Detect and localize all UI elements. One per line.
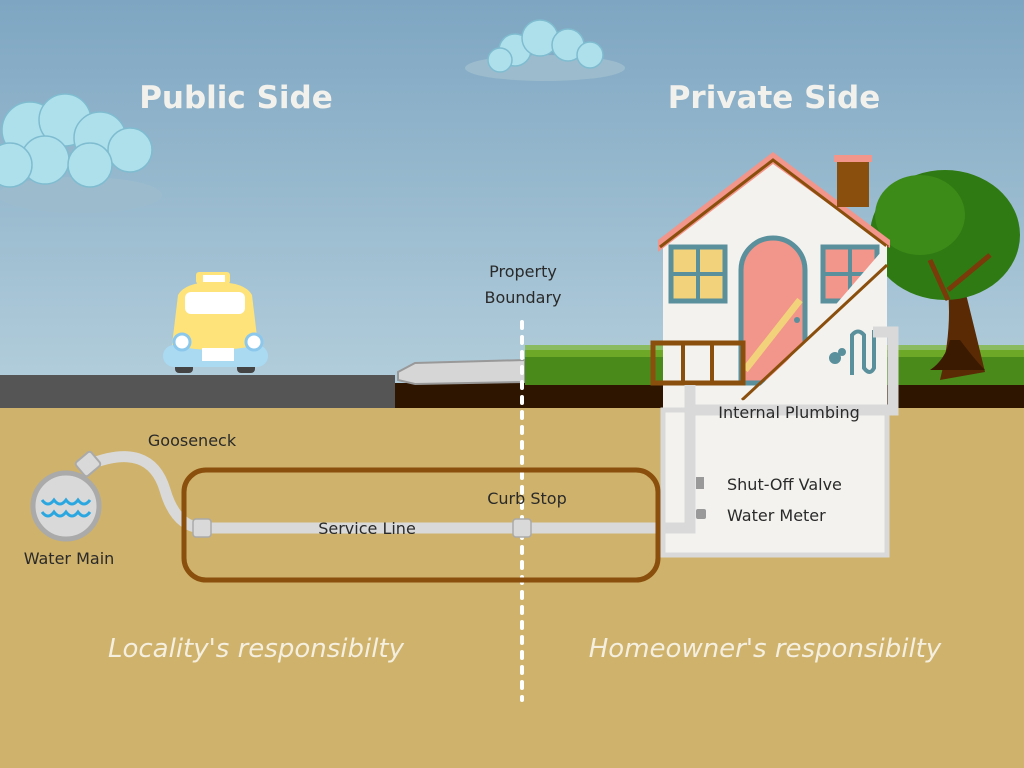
water-main-icon [30, 450, 102, 542]
tree-icon [870, 170, 1020, 380]
private-side-heading: Private Side [668, 80, 881, 116]
cloud-left [0, 93, 162, 213]
property-boundary-label-1: Property [489, 262, 557, 281]
cloud-top [465, 19, 625, 81]
curb-stop-label: Curb Stop [487, 489, 567, 508]
taxi-icon [163, 272, 268, 373]
house [650, 152, 890, 558]
water-main-label: Water Main [24, 549, 115, 568]
curb-stop-valve [512, 518, 532, 538]
service-line-label: Service Line [318, 519, 416, 538]
road [0, 375, 395, 408]
gooseneck-label: Gooseneck [148, 431, 237, 450]
gooseneck-joint [192, 518, 212, 538]
water-meter-icon [696, 509, 706, 519]
property-boundary-label-2: Boundary [484, 288, 561, 307]
sidewalk [397, 358, 526, 386]
shut-off-valve-icon [696, 477, 704, 489]
service-line-outline [181, 467, 661, 583]
locality-responsibility: Locality's responsibilty [108, 634, 405, 664]
internal-plumbing-label: Internal Plumbing [718, 403, 859, 422]
water-meter-label: Water Meter [727, 506, 826, 525]
homeowner-responsibility: Homeowner's responsibilty [589, 634, 942, 664]
shower-icon [829, 329, 876, 375]
public-side-heading: Public Side [139, 80, 333, 116]
shut-off-valve-label: Shut-Off Valve [727, 475, 842, 494]
